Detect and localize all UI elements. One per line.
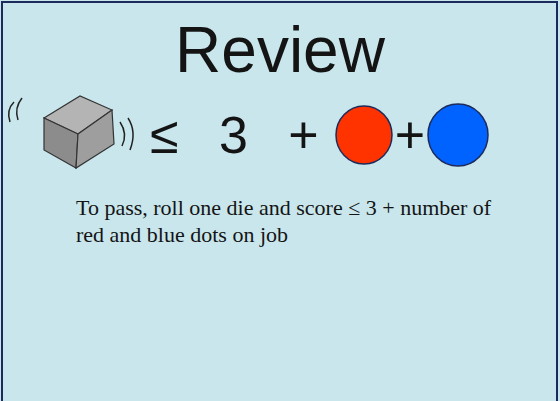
rule-formula: ≤ 3 + + xyxy=(150,100,491,170)
red-dot xyxy=(333,104,395,166)
rolling-die-icon xyxy=(0,88,150,178)
rule-note: To pass, roll one die and score ≤ 3 + nu… xyxy=(76,194,516,248)
blue-dot xyxy=(425,102,491,168)
slide-title: Review xyxy=(0,12,560,88)
plus-sign: + xyxy=(395,103,425,167)
formula-text: ≤ 3 + xyxy=(150,103,319,167)
